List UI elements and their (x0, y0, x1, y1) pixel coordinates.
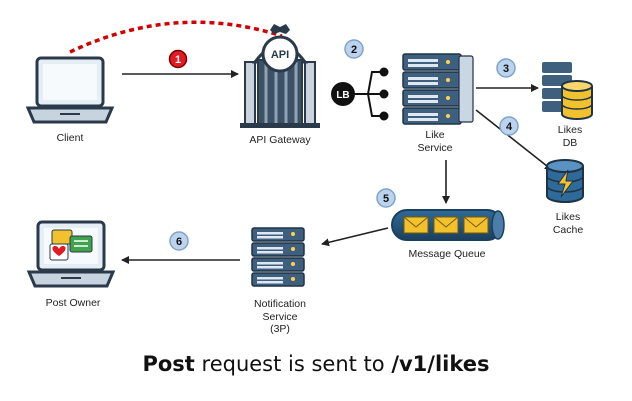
step-badge-6: 6 (169, 231, 189, 251)
step-badge-4: 4 (499, 116, 519, 136)
like-service-label-line1: Like (425, 129, 445, 141)
client-label: Client (56, 132, 84, 144)
step-number: 4 (506, 121, 513, 133)
step-number: 6 (176, 236, 182, 248)
likes-cache-label-line2: Cache (552, 223, 584, 236)
message-queue-label: Message Queue (408, 248, 486, 260)
post-owner-laptop-icon (26, 220, 116, 288)
notification-service-label-line3: (3P) (270, 323, 290, 335)
caption-middle: request is sent to (194, 352, 392, 376)
notification-service-label-line1: Notification (254, 298, 306, 310)
caption-method: Post (142, 352, 195, 376)
like-service-label: Like Service (400, 129, 470, 154)
post-owner-label: Post Owner (45, 297, 101, 309)
load-balancer-icon: LB (331, 67, 389, 121)
notification-service-label: Notification Service (3P) (238, 298, 322, 336)
like-service-server-icon (402, 53, 474, 125)
likes-cache-label: Likes Cache (538, 211, 598, 236)
message-queue-icon (391, 209, 505, 241)
step-number: 5 (383, 193, 389, 205)
likes-cache-icon (546, 159, 584, 203)
likes-db-label-line1: Likes (557, 124, 583, 136)
api-gateway-icon: API (240, 24, 320, 128)
likes-db-icon (542, 62, 593, 120)
step-number: 1 (175, 54, 181, 66)
likes-cache-label-line1: Likes (555, 211, 581, 223)
step-badge-3: 3 (496, 58, 516, 78)
step-badge-5: 5 (376, 188, 396, 208)
arrow-service-to-cache (475, 109, 553, 171)
caption-endpoint: /v1/likes (391, 352, 490, 376)
step-number: 3 (503, 63, 509, 75)
dashed-request-curve (69, 20, 283, 54)
api-gateway-label: API Gateway (249, 134, 311, 146)
lb-text: LB (336, 90, 349, 101)
step-number: 2 (351, 44, 357, 56)
client-laptop-icon (25, 56, 115, 124)
step-badge-2: 2 (344, 39, 364, 59)
notification-service-server-icon (251, 227, 305, 287)
like-service-label-line2: Service (417, 141, 453, 154)
likes-db-label-line2: DB (562, 136, 578, 149)
step-badge-1: 1 (168, 49, 188, 69)
likes-db-label: Likes DB (540, 124, 600, 149)
diagram-caption: Post request is sent to /v1/likes (0, 352, 632, 376)
api-sign-text: API (271, 49, 289, 61)
arrow-queue-to-notification (321, 227, 389, 247)
notification-service-label-line2: Service (262, 310, 298, 323)
